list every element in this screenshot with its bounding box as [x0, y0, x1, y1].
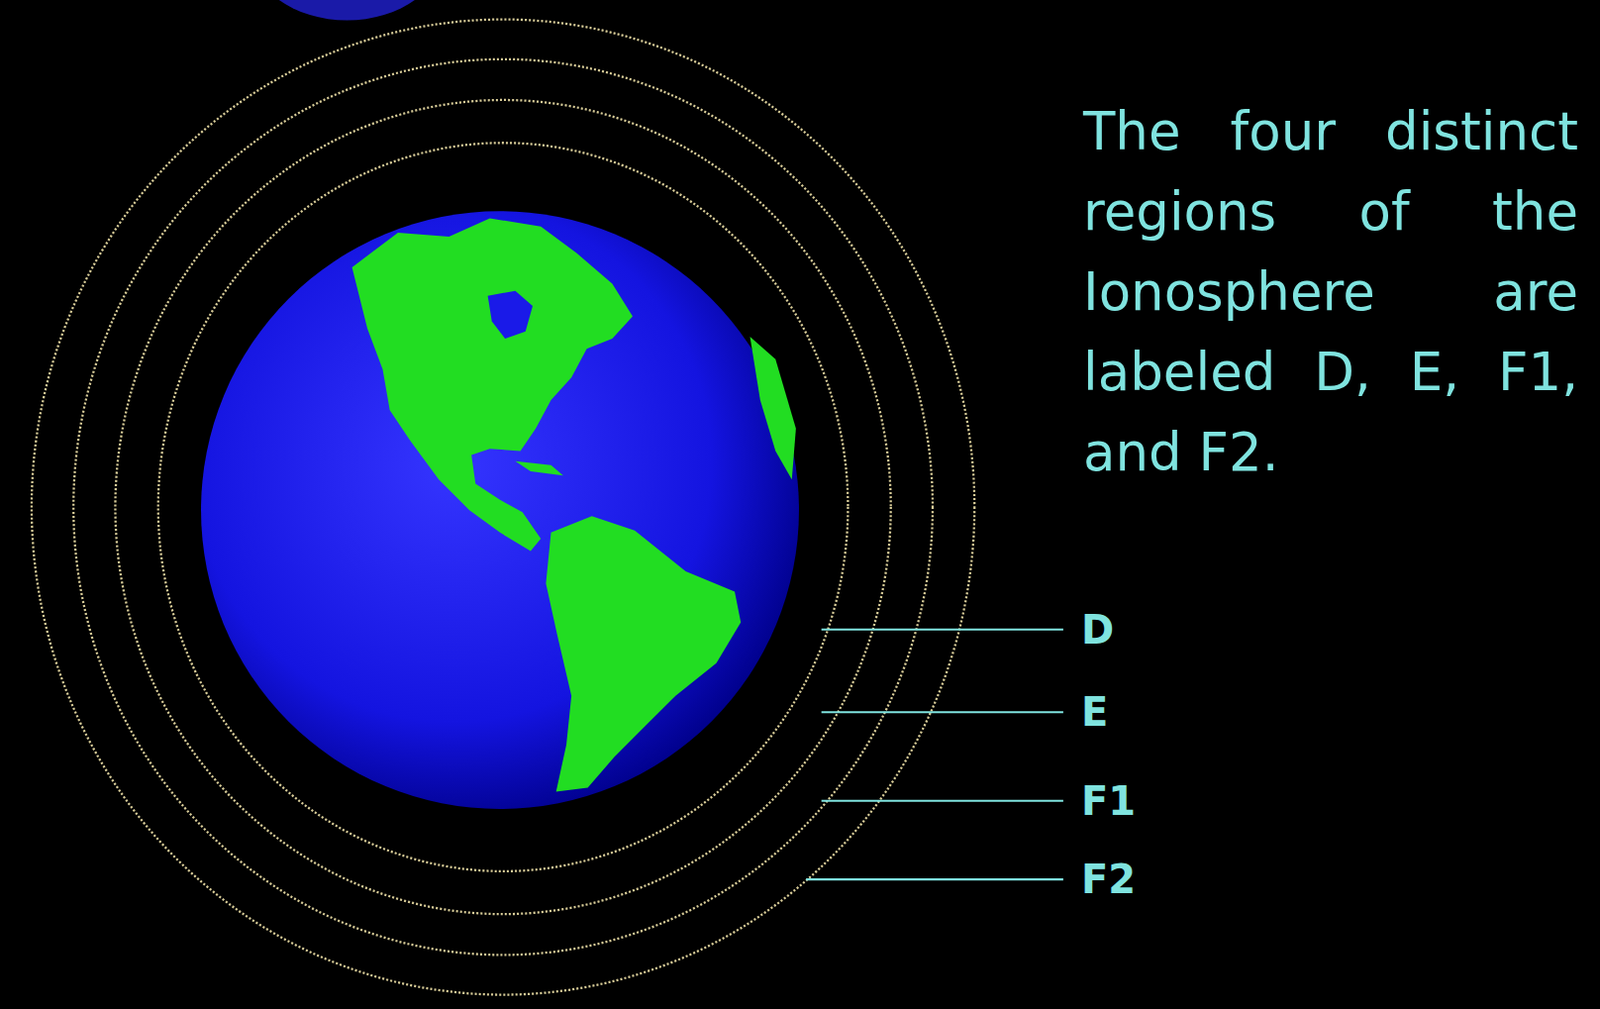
layer-label: F1: [1081, 777, 1136, 825]
ionosphere-rings: [31, 19, 975, 996]
info-text: The four distinct regions of the Ionosph…: [1083, 91, 1579, 493]
layer-label: D: [1081, 605, 1114, 654]
leader-lines: [805, 629, 1064, 880]
hudson-bay: [488, 291, 533, 339]
layer-label: E: [1081, 688, 1108, 736]
continents: [352, 217, 797, 792]
globe: [200, 210, 800, 809]
moon-arc: [250, 0, 445, 21]
layer-label: F2: [1081, 855, 1136, 903]
